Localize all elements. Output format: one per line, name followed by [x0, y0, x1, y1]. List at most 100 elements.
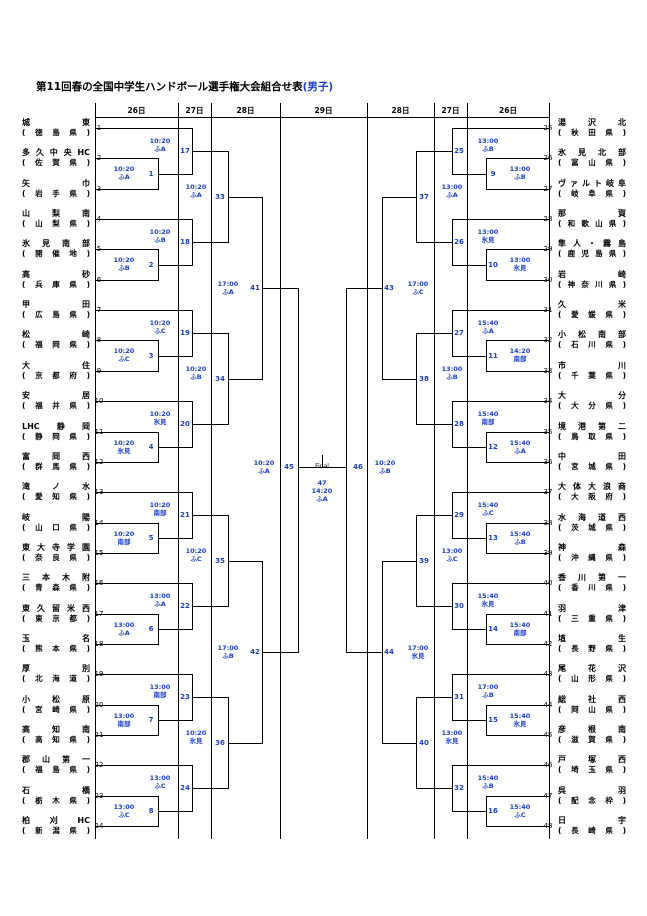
match-time: 13:00: [441, 729, 463, 737]
bracket-line: [452, 674, 550, 675]
team-number: 30: [541, 276, 555, 285]
match-time: 10:20: [185, 547, 207, 555]
match-number: 27: [454, 328, 464, 337]
match-number: 6: [148, 624, 154, 633]
team-prefecture: (青森県): [22, 583, 90, 592]
team-school: 三本木附: [22, 573, 90, 582]
bracket-line: [486, 705, 550, 706]
day-header: 27日: [441, 106, 460, 115]
bracket-line: [192, 788, 229, 789]
team-school: 市川: [558, 361, 626, 370]
match-time: 13:00: [477, 228, 499, 236]
match-time: 10:20: [113, 165, 135, 173]
match-time: 10:20: [149, 501, 171, 509]
match-time: 10:20: [149, 137, 171, 145]
bracket-line: [346, 288, 347, 653]
match-time: 10:20: [113, 347, 135, 355]
match-time: 17:00: [217, 644, 239, 652]
page-title: 第11回春の全国中学生ハンドボール選手権大会組合せ表(男子): [36, 79, 333, 94]
team-number: 47: [541, 792, 555, 801]
bracket-line: [486, 340, 550, 341]
team-prefecture: (長崎県): [558, 826, 626, 835]
bracket-line: [486, 189, 550, 190]
team-number: 10: [92, 397, 106, 406]
bracket-line: [452, 811, 487, 812]
team-school: 中田: [558, 452, 626, 461]
match-number: 5: [148, 533, 154, 542]
match-time: 17:00: [407, 644, 429, 652]
bracket-line: [322, 455, 323, 468]
match-number: 45: [284, 462, 294, 471]
team-number: 44: [541, 701, 555, 710]
match-number: 3: [148, 351, 154, 360]
team-school: 山梨南: [22, 209, 90, 218]
bracket-line: [95, 492, 193, 493]
team-prefecture: (三重県): [558, 614, 626, 623]
team-school: 日宇: [558, 816, 626, 825]
match-venue: ふA: [222, 288, 234, 296]
team-school: 境港第二: [558, 422, 626, 431]
team-number: 19: [92, 670, 106, 679]
bracket-line: [298, 288, 299, 653]
bracket-line: [158, 447, 193, 448]
match-venue: ふA: [118, 173, 130, 181]
match-venue: ふB: [222, 652, 234, 660]
match-venue: ふB: [379, 467, 391, 475]
bracket-line: [416, 333, 453, 334]
match-time: 17:00: [477, 683, 499, 691]
match-time: 13:00: [441, 183, 463, 191]
match-time: 13:00: [509, 165, 531, 173]
bracket-line: [416, 515, 453, 516]
bracket-line: [346, 652, 383, 653]
match-venue: ふB: [514, 173, 526, 181]
bracket-line: [95, 523, 159, 524]
bracket-line: [434, 103, 435, 839]
bracket-line: [486, 553, 550, 554]
team-number: 24: [92, 822, 106, 831]
team-prefecture: (香川県): [558, 583, 626, 592]
match-venue: 南部: [117, 538, 131, 546]
bracket-line: [549, 103, 550, 839]
bracket-line: [95, 128, 193, 129]
match-time: 10:20: [113, 256, 135, 264]
bracket-line: [95, 340, 159, 341]
bracket-line: [158, 811, 193, 812]
match-time: 13:00: [509, 256, 531, 264]
match-time: 13:00: [113, 803, 135, 811]
bracket-line: [467, 103, 468, 839]
team-prefecture: (滋賀県): [558, 735, 626, 744]
team-number: 38: [541, 519, 555, 528]
match-number: 22: [180, 601, 190, 610]
team-school: 神森: [558, 543, 626, 552]
bracket-line: [158, 538, 193, 539]
team-school: 厚別: [22, 664, 90, 673]
bracket-line: [158, 265, 193, 266]
team-prefecture: (高知県): [22, 735, 90, 744]
day-header: 26日: [499, 106, 517, 115]
match-number: 13: [488, 533, 498, 542]
match-time: 10:20: [149, 319, 171, 327]
match-venue: ふA: [190, 191, 202, 199]
bracket-line: [95, 735, 159, 736]
team-prefecture: (広島県): [22, 310, 90, 319]
match-number: 46: [353, 462, 363, 471]
match-number: 44: [384, 647, 394, 656]
team-school: 久米: [558, 300, 626, 309]
day-header: 28日: [236, 106, 255, 115]
match-time: 10:20: [185, 183, 207, 191]
bracket-line: [95, 614, 159, 615]
team-prefecture: (岩手県): [22, 189, 90, 198]
match-venue: ふC: [154, 782, 166, 790]
bracket-line: [486, 249, 550, 250]
team-school: 彦根南: [558, 725, 626, 734]
team-number: 37: [541, 488, 555, 497]
team-school: 東久留米西: [22, 604, 90, 613]
team-prefecture: (京都府): [22, 371, 90, 380]
bracket-line: [192, 606, 229, 607]
team-number: 32: [541, 336, 555, 345]
team-number: 6: [92, 276, 106, 285]
match-number: 38: [419, 374, 429, 383]
bracket-line: [192, 697, 229, 698]
team-prefecture: (徳島県): [22, 128, 90, 137]
match-venue: 氷見: [189, 737, 203, 745]
